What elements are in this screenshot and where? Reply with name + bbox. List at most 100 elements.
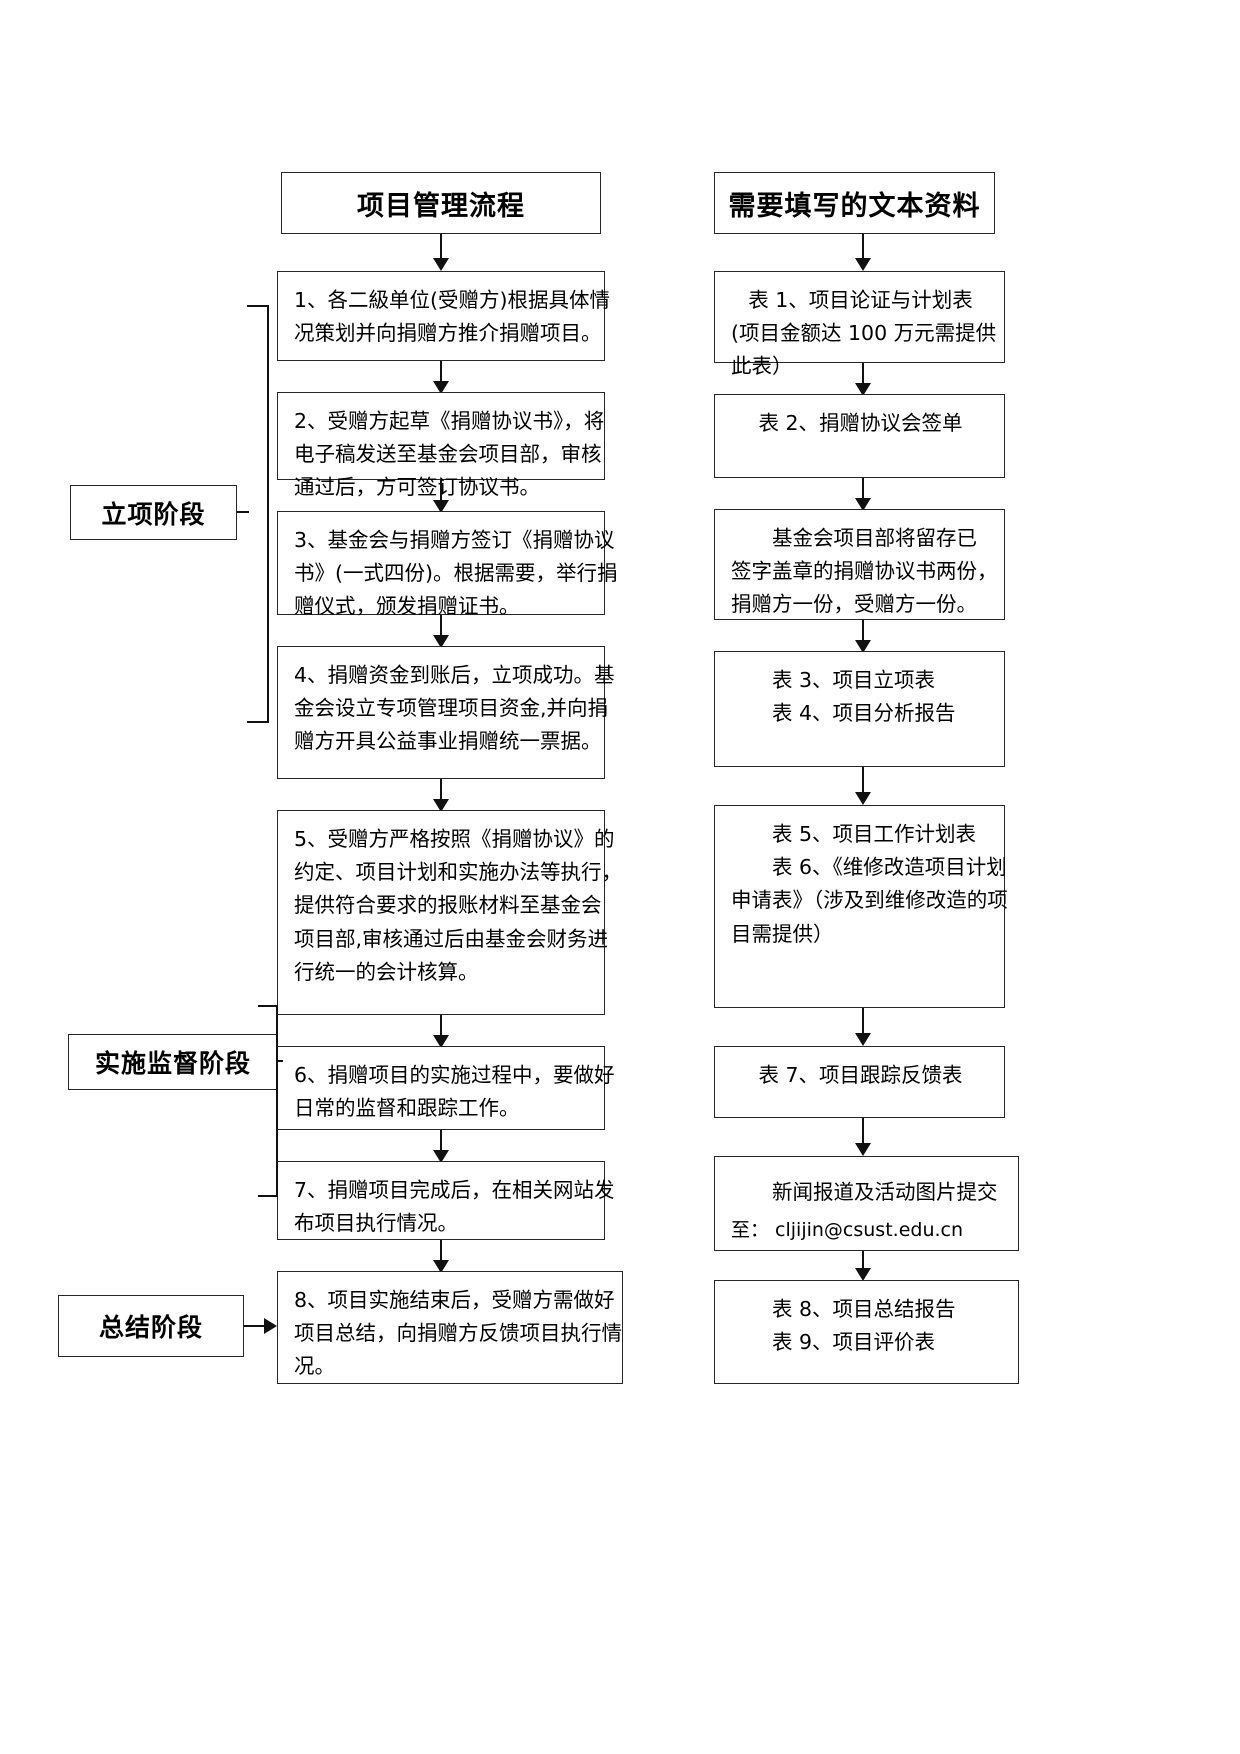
connector-step7-to-step8	[440, 1240, 443, 1268]
process-step-3: 3、基金会与捐赠方签订《捐赠协议 书》(一式四份)。根据需要，举行捐 赠仪式，颁…	[277, 511, 618, 618]
document-item-5-line-3: 申请表》（涉及到维修改造的项	[731, 888, 1008, 913]
connector-doc1-to-doc2	[862, 363, 865, 391]
connector-doc5-to-doc6	[862, 1008, 865, 1041]
process-step-4-line-3: 赠方开具公益事业捐赠统一票据。	[294, 729, 602, 754]
process-step-7: 7、捐赠项目完成后，在相关网站发 布项目执行情况。	[277, 1161, 615, 1240]
document-item-5: 表 5、项目工作计划表 表 6、《维修改造项目计划 申请表》（涉及到维修改造的项…	[714, 805, 1008, 1008]
process-step-2-line-2: 电子稿发送至基金会项目部，审核	[294, 442, 602, 467]
document-item-4-line-1: 表 3、项目立项表	[772, 668, 936, 692]
document-item-7-line-1: 新闻报道及活动图片提交	[772, 1180, 998, 1204]
arrowhead-step7-to-step8	[433, 1260, 449, 1273]
process-step-8-line-1: 8、项目实施结束后，受赠方需做好	[294, 1288, 615, 1312]
process-step-1-line-1: 1、各二級单位(受赠方)根据具体情	[294, 288, 611, 312]
process-step-6-line-1: 6、捐赠项目的实施过程中，要做好	[294, 1063, 615, 1087]
process-step-3-line-1: 3、基金会与捐赠方签订《捐赠协议	[294, 528, 615, 552]
process-step-2: 2、受赠方起草《捐赠协议书》，将 电子稿发送至基金会项目部，审核 通过后，方可签…	[277, 392, 605, 499]
arrowhead-stage3-to-step8	[264, 1318, 277, 1334]
document-item-6: 表 7、项目跟踪反馈表	[714, 1046, 1005, 1118]
arrowhead-step4-to-step5	[433, 799, 449, 812]
document-item-3-line-2: 签字盖章的捐赠协议书两份，	[731, 559, 998, 584]
stage-label-1: 立项阶段	[70, 485, 237, 540]
document-item-3-line-1: 基金会项目部将留存已	[772, 526, 977, 550]
document-item-1-line-1: 表 1、项目论证与计划表	[748, 288, 973, 312]
process-step-5-line-1: 5、受赠方严格按照《捐赠协议》的	[294, 827, 615, 851]
arrowhead-step3-to-step4	[433, 635, 449, 648]
stage-label-3: 总结阶段	[58, 1295, 244, 1357]
stage-label-2: 实施监督阶段	[68, 1034, 278, 1090]
connector-step6-to-step7	[440, 1130, 443, 1158]
document-item-1: 表 1、项目论证与计划表 (项目金额达 100 万元需提供 此表）	[714, 271, 1005, 378]
documents-column-header: 需要填写的文本资料	[714, 172, 995, 234]
connector-doc7-to-doc8	[862, 1251, 865, 1276]
process-step-4-line-1: 4、捐赠资金到账后，立项成功。基	[294, 663, 615, 687]
process-step-5-line-3: 提供符合要求的报账材料至基金会	[294, 893, 602, 918]
connector-step1-to-step2	[440, 361, 443, 389]
connector-doc6-to-doc7	[862, 1118, 865, 1151]
connector-step2-to-step3	[440, 480, 443, 508]
process-step-7-line-2: 布项目执行情况。	[294, 1211, 458, 1236]
connector-doc3-to-doc4	[862, 620, 865, 648]
arrowhead-step6-to-step7	[433, 1150, 449, 1163]
process-step-5-line-4: 项目部,审核通过后由基金会财务进	[294, 926, 609, 951]
arrowhead-header-to-step1	[433, 258, 449, 271]
process-step-4-line-2: 金会设立专项管理项目资金,并向捐	[294, 696, 609, 721]
document-item-1-line-3: 此表）	[731, 354, 793, 379]
document-item-3-line-3: 捐赠方一份，受赠方一份。	[731, 592, 977, 617]
arrowhead-doc3-to-doc4	[855, 640, 871, 653]
arrowhead-doc2-to-doc3	[855, 498, 871, 511]
process-step-5: 5、受赠方严格按照《捐赠协议》的 约定、项目计划和实施办法等执行， 提供符合要求…	[277, 810, 622, 1015]
document-item-4: 表 3、项目立项表 表 4、项目分析报告	[714, 651, 1005, 767]
process-step-8: 8、项目实施结束后，受赠方需做好 项目总结，向捐赠方反馈项目执行情 况。	[277, 1271, 623, 1384]
connector-stage3-to-step8	[244, 1325, 266, 1328]
document-item-3: 基金会项目部将留存已 签字盖章的捐赠协议书两份， 捐赠方一份，受赠方一份。	[714, 509, 1005, 620]
stage-bracket-2	[258, 1005, 278, 1197]
stage-label-3-text: 总结阶段	[98, 1313, 203, 1342]
document-item-7: 新闻报道及活动图片提交 至： cljijin@csust.edu.cn	[714, 1156, 1019, 1251]
documents-column-header-label: 需要填写的文本资料	[728, 190, 981, 222]
document-item-5-line-4: 目需提供）	[731, 921, 834, 946]
document-item-5-line-2: 表 6、《维修改造项目计划	[772, 855, 1007, 880]
document-item-8: 表 8、项目总结报告 表 9、项目评价表	[714, 1280, 1019, 1384]
stage-bracket-1	[247, 305, 269, 723]
arrowhead-step1-to-step2	[433, 381, 449, 394]
connector-header-to-step1	[440, 234, 443, 265]
connector-docheader-to-doc1	[862, 234, 865, 265]
arrowhead-doc1-to-doc2	[855, 383, 871, 396]
stage-bracket-2-stem	[277, 1060, 283, 1063]
document-item-6-line-1: 表 7、项目跟踪反馈表	[758, 1063, 963, 1087]
process-step-3-line-3: 赠仪式，颁发捐赠证书。	[294, 594, 520, 619]
process-step-4: 4、捐赠资金到账后，立项成功。基 金会设立专项管理项目资金,并向捐 赠方开具公益…	[277, 646, 615, 779]
connector-doc4-to-doc5	[862, 767, 865, 800]
connector-doc2-to-doc3	[862, 478, 865, 506]
process-step-6-line-2: 日常的监督和跟踪工作。	[294, 1096, 520, 1121]
arrowhead-docheader-to-doc1	[855, 258, 871, 271]
process-column-header-label: 项目管理流程	[357, 190, 525, 222]
arrowhead-doc7-to-doc8	[855, 1268, 871, 1281]
document-item-8-line-2: 表 9、项目评价表	[772, 1330, 936, 1355]
connector-step5-to-step6	[440, 1015, 443, 1043]
process-step-2-line-3: 通过后，方可签订协议书。	[294, 475, 540, 500]
process-step-5-line-5: 行统一的会计核算。	[294, 959, 479, 984]
document-item-2-line-1: 表 2、捐赠协议会签单	[758, 411, 963, 435]
document-item-1-line-2: (项目金额达 100 万元需提供	[731, 321, 997, 346]
arrowhead-step5-to-step6	[433, 1035, 449, 1048]
process-column-header: 项目管理流程	[281, 172, 601, 234]
process-step-8-line-3: 况。	[294, 1354, 335, 1379]
stage-label-2-text: 实施监督阶段	[94, 1049, 251, 1078]
process-step-1: 1、各二級单位(受赠方)根据具体情 况策划并向捐赠方推介捐赠项目。	[277, 271, 611, 361]
connector-step3-to-step4	[440, 615, 443, 643]
process-step-2-line-1: 2、受赠方起草《捐赠协议书》，将	[294, 409, 605, 433]
process-step-8-line-2: 项目总结，向捐赠方反馈项目执行情	[294, 1321, 622, 1346]
arrowhead-step2-to-step3	[433, 500, 449, 513]
process-step-5-line-2: 约定、项目计划和实施办法等执行，	[294, 860, 622, 885]
process-step-1-line-2: 况策划并向捐赠方推介捐赠项目。	[294, 321, 602, 346]
document-item-4-line-2: 表 4、项目分析报告	[772, 701, 956, 726]
stage-label-1-text: 立项阶段	[101, 499, 206, 529]
process-step-3-line-2: 书》(一式四份)。根据需要，举行捐	[294, 561, 618, 586]
process-step-7-line-1: 7、捐赠项目完成后，在相关网站发	[294, 1178, 615, 1202]
arrowhead-doc6-to-doc7	[855, 1143, 871, 1156]
document-item-8-line-1: 表 8、项目总结报告	[772, 1297, 956, 1321]
document-item-7-email-line: 至： cljijin@csust.edu.cn	[731, 1218, 964, 1241]
arrowhead-doc4-to-doc5	[855, 792, 871, 805]
